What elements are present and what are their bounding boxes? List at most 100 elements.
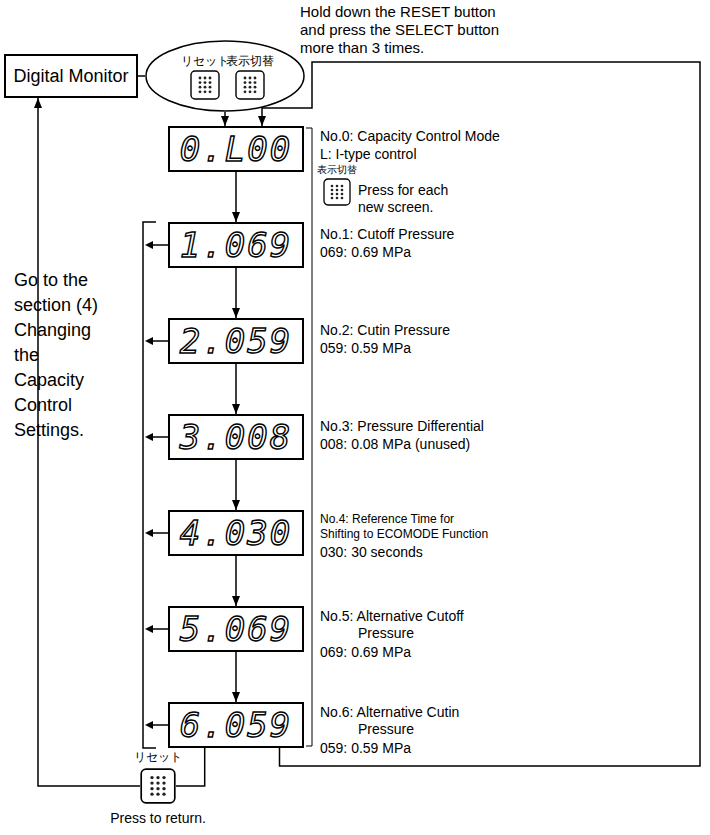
label-text: 0.L00 bbox=[180, 129, 292, 169]
connector bbox=[235, 652, 237, 702]
connector bbox=[235, 460, 237, 510]
jump-arrow-line bbox=[152, 244, 168, 246]
segment-display: 0.L00 bbox=[168, 126, 304, 172]
connector bbox=[235, 556, 237, 606]
label-text: 1.069 bbox=[180, 225, 292, 265]
button-face bbox=[236, 71, 264, 99]
segment-display: 5.069 bbox=[168, 606, 304, 652]
right-bracket bbox=[306, 128, 312, 746]
button-dot bbox=[199, 81, 202, 84]
monitor-box: Digital Monitor bbox=[4, 54, 138, 98]
button-dot bbox=[204, 77, 207, 80]
button-dot bbox=[162, 776, 165, 779]
label-text: 3.008 bbox=[180, 417, 292, 457]
label-text: Digital Monitor bbox=[13, 66, 128, 87]
button-dot bbox=[209, 77, 212, 80]
label-text: 6.059 bbox=[180, 705, 292, 745]
button-dot bbox=[209, 86, 212, 89]
annotation-text: Press to return. bbox=[98, 810, 218, 827]
label-text: 表示切替 bbox=[220, 54, 280, 68]
button-dot bbox=[204, 86, 207, 89]
button-dot bbox=[162, 781, 165, 784]
jump-arrow-head bbox=[145, 529, 153, 537]
button-dot bbox=[150, 792, 153, 795]
ellipse-outline bbox=[146, 41, 304, 111]
reset-button: リセット bbox=[132, 750, 184, 804]
segment-display: 6.059 bbox=[168, 702, 304, 748]
button-dot bbox=[156, 787, 159, 790]
left-bracket bbox=[143, 222, 156, 748]
annotation-text: 069: 0.69 MPa bbox=[320, 644, 700, 661]
connector bbox=[38, 98, 140, 786]
annotation-text: 069: 0.69 MPa bbox=[320, 244, 700, 261]
annotation-text: 008: 0.08 MPa (unused) bbox=[320, 436, 700, 453]
button-face bbox=[191, 71, 219, 99]
button-dot bbox=[150, 776, 153, 779]
button-dot bbox=[204, 90, 207, 93]
button-dot bbox=[199, 77, 202, 80]
button-dot bbox=[254, 81, 257, 84]
annotation-text: No.5: Alternative Cutoff Pressure bbox=[320, 608, 495, 642]
jump-arrows bbox=[145, 241, 168, 729]
button-dot bbox=[249, 81, 252, 84]
label-text: 2.059 bbox=[180, 321, 292, 361]
button-dot bbox=[254, 90, 257, 93]
annotation-text: No.2: Cutin Pressure bbox=[320, 322, 700, 339]
button-icon bbox=[140, 768, 176, 804]
connector bbox=[224, 112, 226, 126]
segment-display: 4.030 bbox=[168, 510, 304, 556]
button-dot bbox=[254, 86, 257, 89]
connector bbox=[235, 364, 237, 414]
button-dot bbox=[209, 90, 212, 93]
button-dot bbox=[209, 81, 212, 84]
jump-arrow-line bbox=[152, 436, 168, 438]
label-text: 5.069 bbox=[180, 609, 292, 649]
button-dots bbox=[331, 185, 344, 200]
button-dot bbox=[199, 86, 202, 89]
annotation-text: No.1: Cutoff Pressure bbox=[320, 226, 700, 243]
button-dot bbox=[244, 90, 247, 93]
ellipse-shape bbox=[145, 40, 305, 112]
annotation-text: 059: 0.59 MPa bbox=[320, 740, 700, 757]
jump-arrow-line bbox=[152, 532, 168, 534]
button-face bbox=[141, 769, 175, 803]
annotation-text: Press for each new screen. bbox=[358, 182, 470, 216]
button-dot bbox=[156, 792, 159, 795]
label-text: 4.030 bbox=[180, 513, 292, 553]
button-dot bbox=[162, 792, 165, 795]
jump-arrow-line bbox=[152, 340, 168, 342]
annotation-text: Go to the section (4) Changing the Capac… bbox=[14, 268, 114, 443]
button-icon bbox=[235, 70, 265, 100]
segment-display: 3.008 bbox=[168, 414, 304, 460]
button-dot bbox=[156, 781, 159, 784]
annotation-text: Hold down the RESET button and press the… bbox=[300, 3, 515, 57]
annotation-text: L: I-type control bbox=[320, 146, 700, 163]
button-dot bbox=[150, 787, 153, 790]
button-dot bbox=[249, 77, 252, 80]
label-text: リセット bbox=[132, 750, 184, 764]
button-dot bbox=[249, 90, 252, 93]
select-button-icon bbox=[324, 179, 350, 205]
annotation-text: No.0: Capacity Control Mode bbox=[320, 128, 700, 145]
annotation-text: No.3: Pressure Differential bbox=[320, 418, 700, 435]
jump-arrow-line bbox=[152, 628, 168, 630]
button-dot bbox=[150, 781, 153, 784]
jump-arrow-head bbox=[145, 625, 153, 633]
button-dot bbox=[162, 787, 165, 790]
button-dot bbox=[244, 81, 247, 84]
button-icon bbox=[190, 70, 220, 100]
jump-arrow-head bbox=[145, 241, 153, 249]
annotation-text: 059: 0.59 MPa bbox=[320, 340, 700, 357]
button-dot bbox=[244, 77, 247, 80]
segment-display: 2.059 bbox=[168, 318, 304, 364]
jump-arrow-head bbox=[145, 337, 153, 345]
button-dot bbox=[156, 776, 159, 779]
jump-arrow-line bbox=[152, 724, 168, 726]
jump-arrow-head bbox=[145, 433, 153, 441]
connector bbox=[235, 172, 237, 222]
connector bbox=[235, 268, 237, 318]
jump-arrow-head bbox=[145, 721, 153, 729]
annotation-text: 030: 30 seconds bbox=[320, 544, 700, 561]
connector bbox=[262, 62, 700, 766]
